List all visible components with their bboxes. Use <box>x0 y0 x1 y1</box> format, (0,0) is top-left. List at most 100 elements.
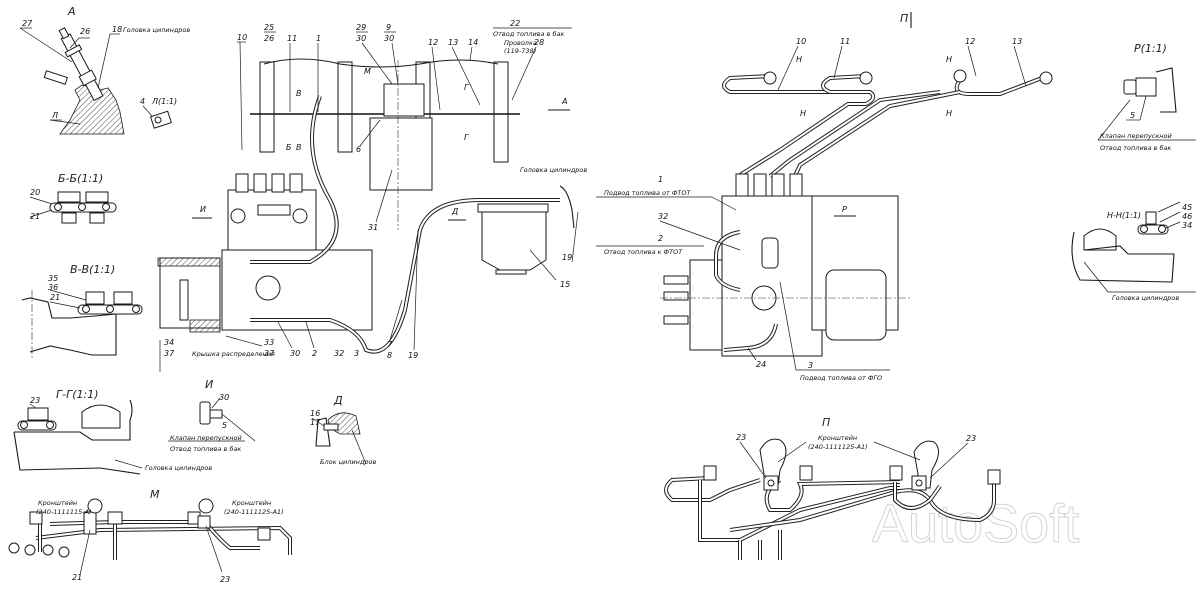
callout-2: 2 <box>312 349 317 358</box>
callout-2-p: 2 <box>658 234 663 243</box>
callout-15: 15 <box>560 280 570 289</box>
callout-1-p: 1 <box>658 175 663 184</box>
note-timing-cover: Крышка распределения <box>192 350 275 358</box>
callout-46: 46 <box>1182 212 1192 221</box>
view-a: А 27 26 18 Головка цилиндров Л <box>19 5 190 135</box>
bracket-part-m2: (240-1111125-А1) <box>224 508 284 516</box>
note-supply-from-fgo: Подвод топлива от ФГО <box>800 374 882 382</box>
callout-3: 3 <box>354 349 359 358</box>
callout-30-a: 30 <box>356 34 366 43</box>
injector-4 <box>493 61 509 163</box>
note-bypass-valve-r: Клапан перепускной <box>1100 132 1172 140</box>
callout-9: 9 <box>386 23 391 32</box>
callout-31: 31 <box>368 223 378 232</box>
callout-16: 16 <box>310 409 320 418</box>
callout-1: 1 <box>316 34 321 43</box>
section-bb: Б-Б(1:1) 20 21 <box>29 172 117 224</box>
note-cylinder-head-nn: Головка цилиндров <box>1112 294 1179 302</box>
callout-29: 29 <box>356 23 366 32</box>
callout-10-p: 10 <box>796 37 806 46</box>
callout-37-a: 37 <box>164 349 175 358</box>
note-head-main: Головка цилиндров <box>520 166 587 174</box>
note-return-to-ftot: Отвод топлива к ФТОТ <box>604 248 683 256</box>
callout-5-i: 5 <box>222 421 227 430</box>
pump-body-p <box>721 195 823 357</box>
callout-3-p: 3 <box>808 361 813 370</box>
callout-28: 28 <box>534 38 544 47</box>
mark-n-2: Н <box>800 109 806 118</box>
callout-32: 32 <box>334 349 344 358</box>
note-drain-to-tank-i: Отвод топлива в бак <box>170 445 241 453</box>
note-wire: Проволка <box>504 39 537 47</box>
section-nn: Н-Н(1:1) 45 46 34 Головка цилиндров <box>1071 201 1196 302</box>
callout-l: Л <box>51 111 58 120</box>
callout-26: 26 <box>80 27 90 36</box>
injector-pipe-nut <box>43 70 69 85</box>
callout-30-b: 30 <box>384 34 394 43</box>
callout-36: 36 <box>48 283 58 292</box>
callout-13-p: 13 <box>1012 37 1022 46</box>
callout-20: 20 <box>30 188 40 197</box>
note-drain-main: Отвод топлива в бак <box>493 30 564 38</box>
callout-30-c: 30 <box>290 349 300 358</box>
view-p-top: П 10 11 12 13 1 Подвод топлива от ФТ <box>596 12 1053 382</box>
callout-23-gg: 23 <box>30 396 40 405</box>
callout-22: 22 <box>510 19 520 28</box>
fine-fuel-filter <box>369 117 433 191</box>
callout-27: 27 <box>22 19 33 28</box>
note-supply-from-ftot: Подвод топлива от ФТОТ <box>604 189 692 197</box>
callout-12-p: 12 <box>965 37 975 46</box>
view-l: Л(1:1) 4 <box>140 97 177 129</box>
view-d: Д 16 17 Блок цилиндров <box>310 394 376 466</box>
callout-11-p: 11 <box>840 37 850 46</box>
callout-34-nn: 34 <box>1182 221 1192 230</box>
callout-35: 35 <box>48 274 58 283</box>
callout-37-b: 37 <box>264 349 275 358</box>
injector <box>58 27 104 102</box>
callout-14: 14 <box>468 38 478 47</box>
callout-17: 17 <box>310 418 321 427</box>
view-d-title: Д <box>333 394 343 407</box>
section-nn-title: Н-Н(1:1) <box>1107 211 1141 220</box>
view-p-bottom-title: П <box>822 416 830 429</box>
section-vv-title: В-В(1:1) <box>70 263 115 276</box>
callout-34: 34 <box>164 338 174 347</box>
section-gg-title: Г-Г(1:1) <box>56 388 99 401</box>
view-r: Р(1:1) 5 Клапан перепускной Отвод топлив… <box>1097 42 1196 152</box>
bracket-label-m1: Кронштейн <box>38 499 77 507</box>
bracket-part-p: (240-1111125-А1) <box>808 443 868 451</box>
mark-n-1: Н <box>796 55 802 64</box>
view-i: И 30 5 Клапан перепускной Отвод топлива … <box>168 378 256 453</box>
view-p-bottom: П 23 23 Кронштейн (240-1111125-А1) <box>664 416 1001 560</box>
mark-i: И <box>200 205 206 214</box>
section-vv: В-В(1:1) 35 36 21 <box>21 263 143 360</box>
callout-30-i: 30 <box>219 393 229 402</box>
view-a-title: А <box>67 5 76 18</box>
view-l-title: Л(1:1) <box>151 97 177 106</box>
mark-g-1: Г <box>464 83 469 92</box>
callout-21-bb: 21 <box>30 212 40 221</box>
callout-18: 18 <box>112 25 122 34</box>
note-bypass-valve-i: Клапан перепускной <box>170 434 242 442</box>
mark-v-2: В <box>296 143 302 152</box>
callout-21-vv: 21 <box>50 293 60 302</box>
mark-d: Д <box>451 207 458 216</box>
callout-23-m: 23 <box>220 575 230 584</box>
callout-32-p: 32 <box>658 212 668 221</box>
cylinder-head-section <box>59 84 125 135</box>
callout-6: 6 <box>356 145 361 154</box>
callout-13: 13 <box>448 38 458 47</box>
callout-21-m: 21 <box>72 573 82 582</box>
bracket-label-p: Кронштейн <box>818 434 857 442</box>
injector-2 <box>337 61 353 153</box>
coarse-fuel-filter <box>481 211 547 271</box>
view-i-title: И <box>205 378 213 391</box>
mark-r: Р <box>842 205 847 214</box>
watermark: AutoSoft <box>872 494 1079 554</box>
callout-8: 8 <box>387 351 392 360</box>
callout-23-p1: 23 <box>736 433 746 442</box>
callout-5-r: 5 <box>1130 111 1135 120</box>
callout-10: 10 <box>237 33 247 42</box>
